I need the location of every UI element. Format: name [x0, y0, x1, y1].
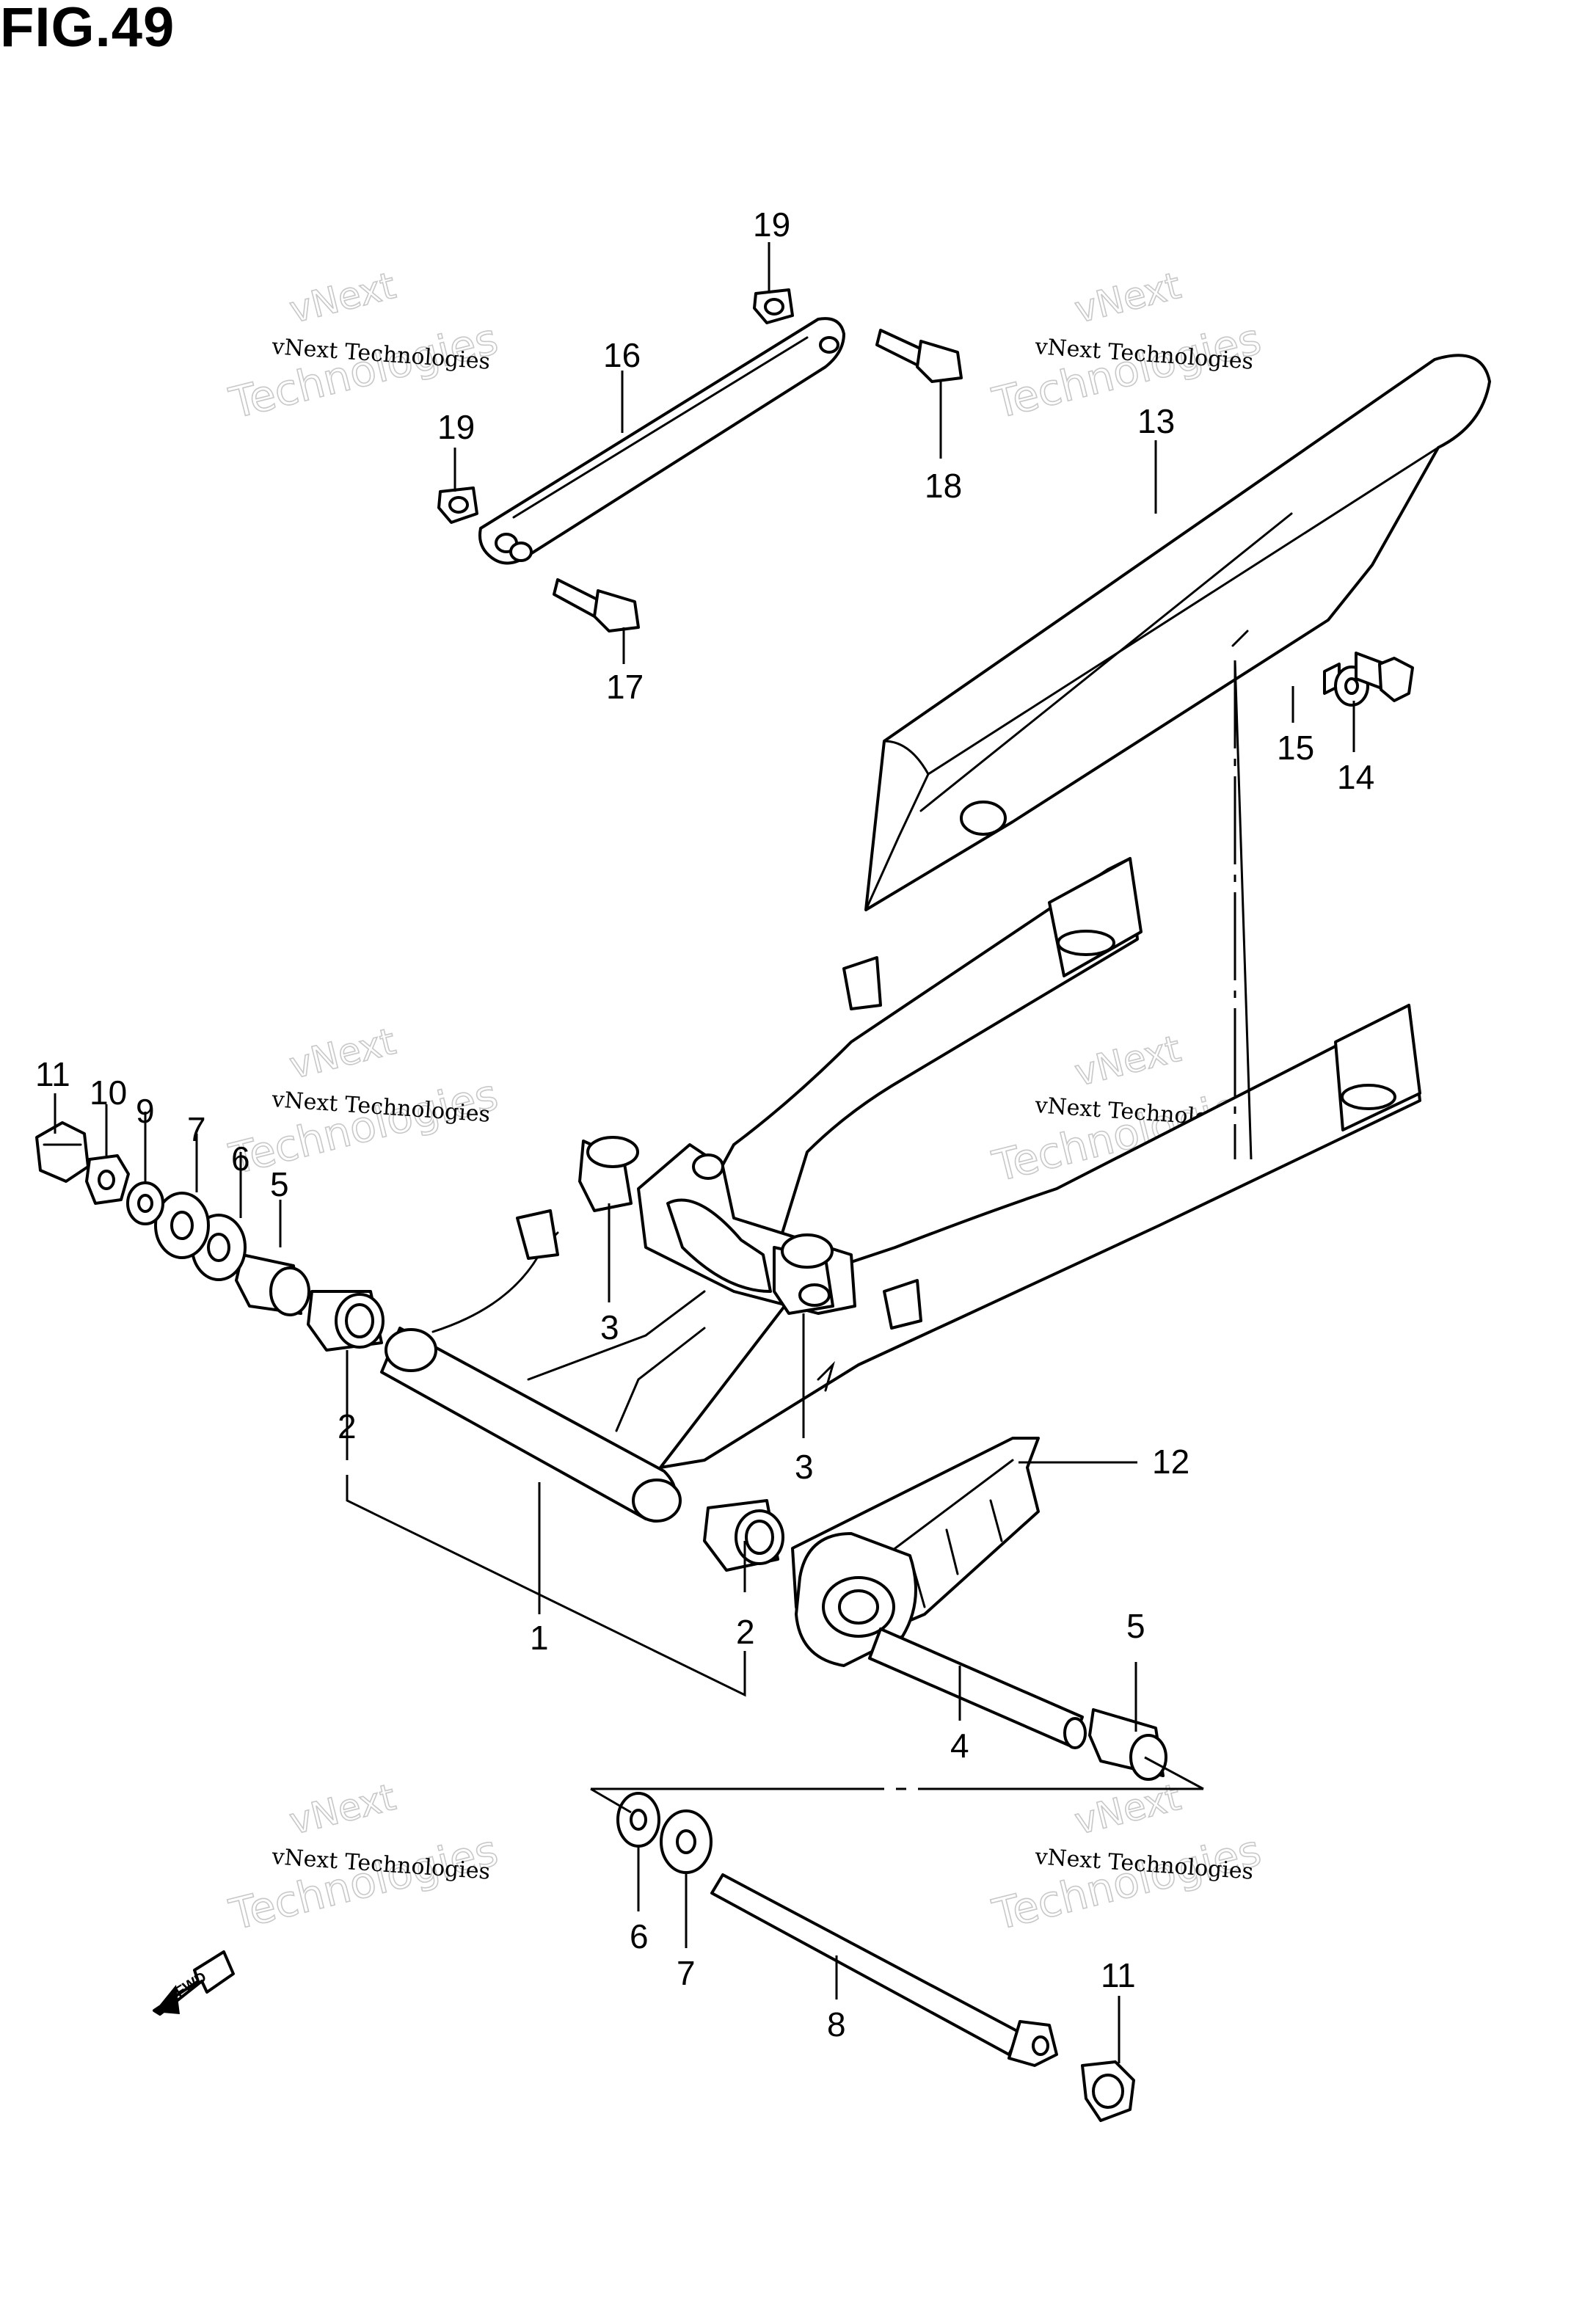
callout-4: 4: [950, 1727, 969, 1765]
callout-19-upper: 19: [753, 205, 790, 244]
swingarm: [380, 857, 1421, 1523]
callout-18: 18: [925, 467, 962, 505]
torque-link-bolt-upper: [875, 329, 963, 383]
bushing-lower: [773, 1233, 834, 1315]
svg-text:Technologies: Technologies: [225, 1069, 503, 1184]
callout-17: 17: [606, 668, 644, 706]
torque-link-bolt-lower: [553, 578, 640, 632]
callout-7-left: 7: [187, 1110, 206, 1148]
callout-19-lower: 19: [437, 408, 475, 446]
torque-link: [478, 317, 845, 565]
svg-text:vNext: vNext: [1071, 264, 1185, 332]
fwd-arrow: FWD: [153, 1950, 235, 2016]
dust-seal-lower: [616, 1792, 660, 1848]
callout-12: 12: [1152, 1443, 1189, 1481]
pivot-bolt: [710, 1873, 1058, 2067]
watermark-top-left: vNext Technologies vNext Technologies: [224, 263, 503, 429]
svg-text:vNext: vNext: [1071, 1776, 1185, 1843]
callout-11-lower: 11: [1101, 1956, 1136, 1994]
figure-title: FIG.49: [0, 0, 175, 59]
watermark-mid-left: vNext Technologies vNext Technologies: [224, 1019, 503, 1184]
svg-text:vNext: vNext: [1071, 1027, 1185, 1095]
watermark-bottom-left: vNext Technologies vNext Technologies: [224, 1775, 503, 1940]
callout-15: 15: [1277, 729, 1314, 767]
pivot-nut-11-lower: [1081, 2060, 1135, 2122]
pivot-bushing-left: [307, 1290, 385, 1352]
callout-7-lower: 7: [677, 1954, 696, 1992]
callout-6-left: 6: [231, 1140, 250, 1178]
chain-case-bolt: [1323, 652, 1414, 707]
callout-8: 8: [827, 2005, 846, 2044]
callout-5-left: 5: [270, 1165, 289, 1203]
bushing-upper: [578, 1136, 639, 1212]
pivot-spacer-right: [1088, 1708, 1167, 1781]
callout-10: 10: [90, 1073, 127, 1112]
pivot-bushing-right: [703, 1499, 784, 1572]
svg-text:vNext: vNext: [285, 1020, 400, 1087]
callout-16: 16: [603, 336, 641, 374]
callout-14: 14: [1337, 758, 1374, 796]
callout-3-lower: 3: [795, 1448, 814, 1486]
callout-1: 1: [530, 1619, 549, 1657]
callout-2-right: 2: [736, 1613, 755, 1651]
torque-link-nut-lower: [437, 486, 478, 524]
leader-lines: [54, 242, 1355, 2063]
chain-case: [864, 354, 1491, 911]
svg-text:vNext: vNext: [285, 264, 400, 332]
washer-lower: [660, 1809, 713, 1874]
pivot-nut-10: [85, 1154, 130, 1205]
pivot-spacer-left: [235, 1253, 310, 1316]
callout-2-left: 2: [338, 1407, 357, 1445]
pivot-nut-11-left: [35, 1121, 90, 1183]
svg-text:vNext: vNext: [285, 1776, 400, 1843]
callout-3-upper: 3: [600, 1308, 619, 1346]
watermark-bottom-right: vNext Technologies vNext Technologies: [987, 1775, 1267, 1940]
callout-13: 13: [1137, 402, 1175, 440]
spacer-washer-left: [126, 1181, 164, 1225]
callout-9: 9: [136, 1092, 155, 1130]
torque-link-nut-upper: [753, 288, 794, 324]
watermark-top-right: vNext Technologies vNext Technologies: [987, 263, 1267, 429]
washer-left: [154, 1192, 210, 1259]
callout-11-left: 11: [35, 1055, 70, 1093]
callout-labels: 19 16 19 18 17 13 15 14 11 10 9 7 6 5 3 …: [35, 205, 1374, 2044]
callout-5-right: 5: [1126, 1607, 1145, 1645]
pivot-shaft: [868, 1627, 1087, 1749]
callout-6-lower: 6: [630, 1917, 649, 1955]
